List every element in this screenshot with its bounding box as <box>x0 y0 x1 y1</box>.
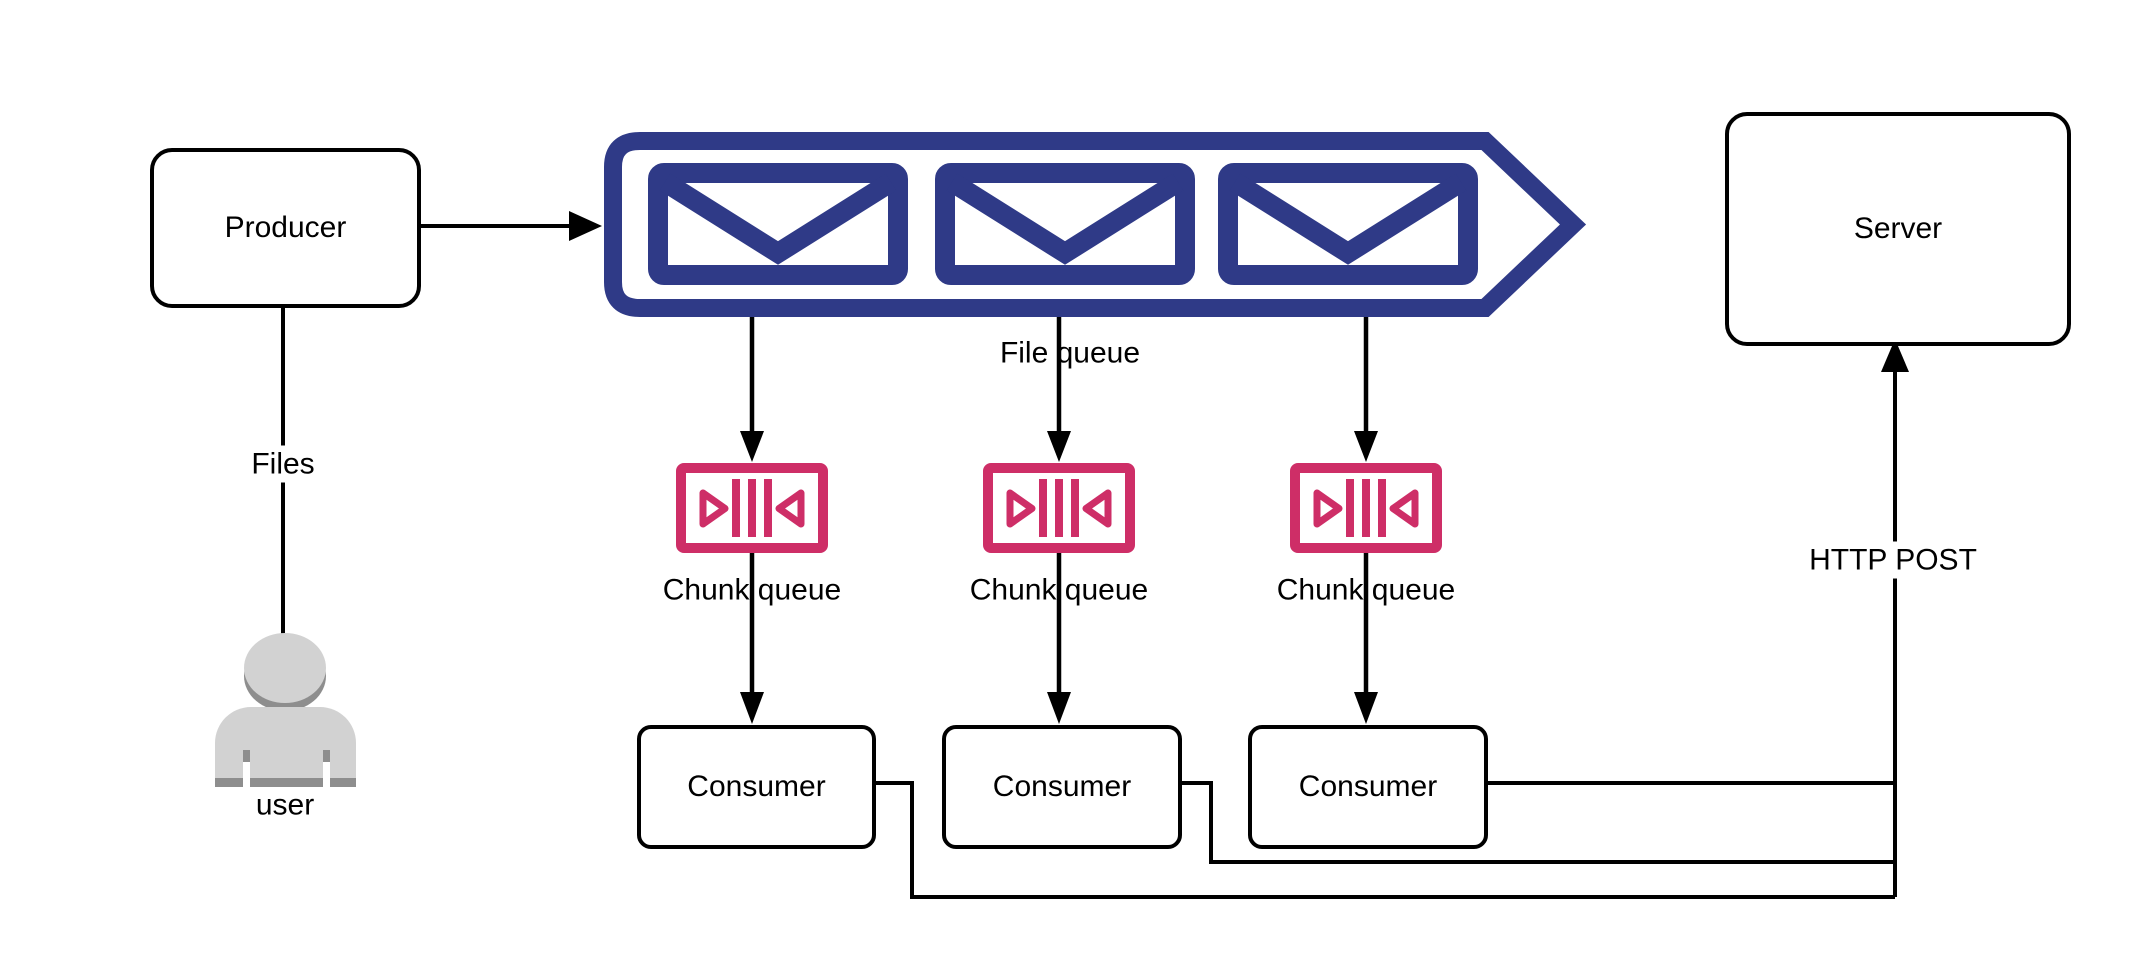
producer-label: Producer <box>224 211 347 244</box>
envelope-icon <box>648 163 908 285</box>
consumer-label: Consumer <box>1298 770 1438 803</box>
edge-chunk-to-consumer-2 <box>1047 553 1071 724</box>
server-node: Server <box>1725 112 2071 346</box>
edge-queue-to-chunk-3 <box>1354 317 1378 462</box>
edge-consumer2-route <box>1174 781 1895 864</box>
file-queue-shape <box>604 132 1587 317</box>
chunk-queue-label-1: Chunk queue <box>662 573 842 607</box>
edge-queue-to-chunk-1 <box>740 317 764 462</box>
person-sleeve-cap <box>243 750 250 762</box>
edge-queue-to-chunk-2 <box>1047 317 1071 462</box>
edge-consumer1-route <box>868 781 1895 899</box>
consumer-node-1: Consumer <box>637 725 876 849</box>
edge-chunk-to-consumer-3 <box>1354 553 1378 724</box>
person-sleeve-slit <box>323 750 330 787</box>
file-queue-label: File queue <box>999 336 1141 370</box>
consumer-label: Consumer <box>687 770 826 803</box>
person-body <box>215 707 356 787</box>
person-sleeve-cap <box>323 750 330 762</box>
server-label: Server <box>1853 212 1943 245</box>
edge-producer-to-queue <box>413 211 602 241</box>
chunk-queue-label-2: Chunk queue <box>969 573 1149 607</box>
consumer-label: Consumer <box>992 770 1132 803</box>
chunk-queue-icon <box>983 463 1135 553</box>
user-label: user <box>255 788 315 822</box>
chunk-queue-icon <box>1290 463 1442 553</box>
edge-http-post-riser <box>1881 339 1909 897</box>
consumer-node-2: Consumer <box>942 725 1182 849</box>
producer-node: Producer <box>150 148 421 308</box>
files-edge-label: Files <box>243 445 323 483</box>
person-head <box>244 633 326 703</box>
envelope-icon <box>935 163 1195 285</box>
http-post-edge-label: HTTP POST <box>1801 541 1985 579</box>
person-sleeve-slit <box>243 750 250 787</box>
edge-chunk-to-consumer-1 <box>740 553 764 724</box>
consumer-node-3: Consumer <box>1248 725 1488 849</box>
envelope-icon <box>1218 163 1478 285</box>
chunk-queue-icon <box>676 463 828 553</box>
chunk-queue-label-3: Chunk queue <box>1276 573 1456 607</box>
